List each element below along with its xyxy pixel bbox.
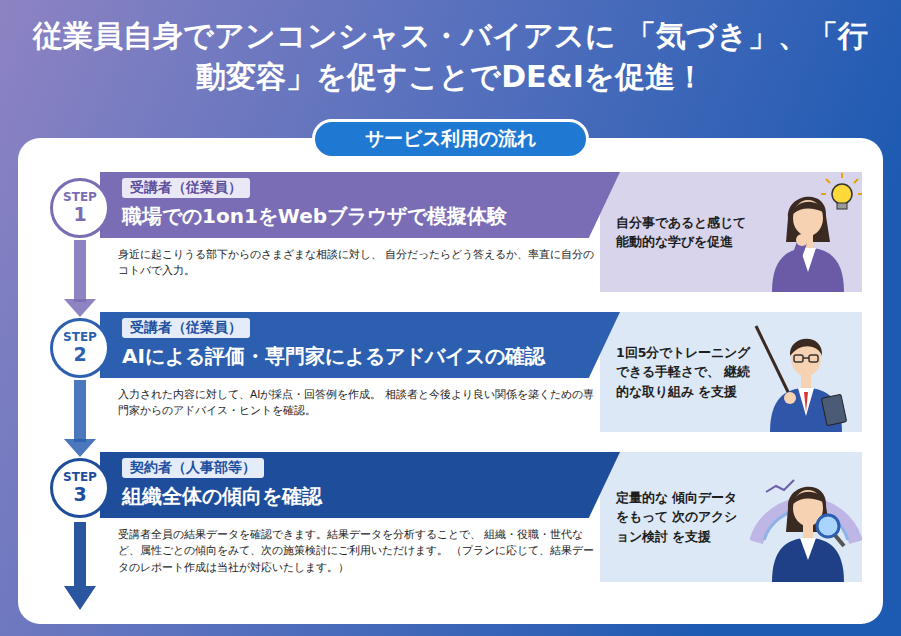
woman-lightbulb-illustration: [750, 172, 862, 292]
lightbulb-part-part: [826, 179, 830, 183]
man-figure: [756, 326, 847, 432]
lightbulb-part-part: [821, 193, 826, 195]
arrow-shaft: [74, 380, 86, 442]
step-description: 入力された内容に対して、AIが採点・回答例を作成。 相談者と今後より良い関係を築…: [118, 386, 598, 419]
step-description: 受講者全員の結果データを確認できます。結果データを分析することで、 組織・役職・…: [118, 526, 598, 575]
man-figure-part: [790, 339, 822, 356]
tablet: [821, 394, 846, 426]
woman-figure: [772, 487, 844, 582]
woman-figure-part: [790, 242, 802, 276]
band-fill: [100, 452, 620, 518]
woman-figure-part: [800, 538, 816, 560]
woman-figure-part: [772, 538, 844, 582]
page-title: 従業員自身でアンコンシャス・バイアスに 「気づき」、「行動変容」を促すことでDE…: [30, 16, 871, 97]
band-fill: [100, 312, 620, 378]
step-word: STEP: [63, 331, 97, 344]
lightbulb-part-part: [841, 173, 843, 178]
step-title: 職場での1on1をWebブラウザで模擬体験: [122, 203, 507, 230]
lightbulb-part-part: [858, 193, 862, 195]
man-figure-part: [784, 392, 796, 404]
final-arrow-head: [64, 586, 96, 610]
step-number: 1: [73, 204, 86, 225]
lightbulb-part: [832, 184, 852, 204]
woman-figure-part: [772, 248, 844, 292]
benefit-text: 自分事であると感じて 能動的な学びを促進: [616, 213, 756, 252]
man-pointer-illustration: [750, 312, 862, 432]
step-circle: STEP3: [50, 458, 110, 518]
step-band: 契約者（人事部等） 組織全体の傾向を確認: [100, 452, 620, 518]
lightbulb-part-part: [854, 179, 858, 183]
lightbulb: [821, 173, 862, 209]
magnifier-lens: [817, 515, 839, 537]
man-figure-part: [804, 392, 808, 412]
woman-figure: [772, 197, 844, 292]
data-arc-part: [766, 480, 794, 492]
white-panel: [18, 138, 883, 624]
flow-arrow: [64, 380, 96, 457]
benefit-panel: 自分事であると感じて 能動的な学びを促進: [600, 172, 862, 292]
woman-magnifier-illustration: [750, 452, 862, 582]
section-heading: サービス利用の流れ: [365, 126, 536, 152]
step-band: 受講者（従業員） AIによる評価・専門家によるアドバイスの確認: [100, 312, 620, 378]
glasses-part: [803, 357, 809, 359]
step-number: 2: [73, 344, 86, 365]
role-tab: 受講者（従業員）: [122, 318, 250, 338]
step-description: 身近に起こりうる部下からのさまざまな相談に対し、 自分だったらどう答えるか、率直…: [118, 246, 598, 279]
final-arrow-shaft: [74, 522, 86, 588]
arrow-shaft: [74, 240, 86, 302]
flow-arrow: [64, 240, 96, 317]
step-number: 3: [73, 484, 86, 505]
role-tab: 契約者（人事部等）: [122, 458, 264, 478]
pointer-stick: [756, 326, 790, 396]
lightbulb-part: [837, 203, 847, 209]
step-circle: STEP1: [50, 178, 110, 238]
data-arc: [756, 480, 856, 542]
role-tab: 受講者（従業員）: [122, 178, 250, 198]
woman-figure-part: [786, 197, 830, 242]
woman-figure-part: [793, 202, 823, 214]
step-circle: STEP2: [50, 318, 110, 378]
woman-figure-part: [793, 492, 823, 504]
step-word: STEP: [63, 471, 97, 484]
benefit-text: 定量的な 傾向データをもって 次のアクション検討 を支援: [616, 488, 738, 546]
step-title: AIによる評価・専門家によるアドバイスの確認: [122, 343, 545, 370]
final-arrow: [64, 522, 96, 610]
step-band: 受講者（従業員） 職場での1on1をWebブラウザで模擬体験: [100, 172, 620, 238]
woman-figure-part: [796, 234, 808, 246]
step-word: STEP: [63, 191, 97, 204]
arrow-head: [64, 439, 96, 457]
benefit-panel: 1回5分でトレーニング できる手軽さで、 継続的な取り組み を支援: [600, 312, 862, 432]
band-fill: [100, 172, 620, 238]
glasses-part: [794, 355, 803, 362]
man-figure-part: [798, 388, 814, 416]
step-title: 組織全体の傾向を確認: [122, 483, 322, 510]
benefit-panel: 定量的な 傾向データをもって 次のアクション検討 を支援: [600, 452, 862, 582]
arrow-head: [64, 299, 96, 317]
glasses: [794, 355, 818, 362]
woman-figure-part: [793, 200, 823, 236]
section-pill: サービス利用の流れ: [312, 119, 589, 159]
benefit-text: 1回5分でトレーニング できる手軽さで、 継続的な取り組み を支援: [616, 343, 756, 401]
glasses-part: [809, 355, 818, 362]
